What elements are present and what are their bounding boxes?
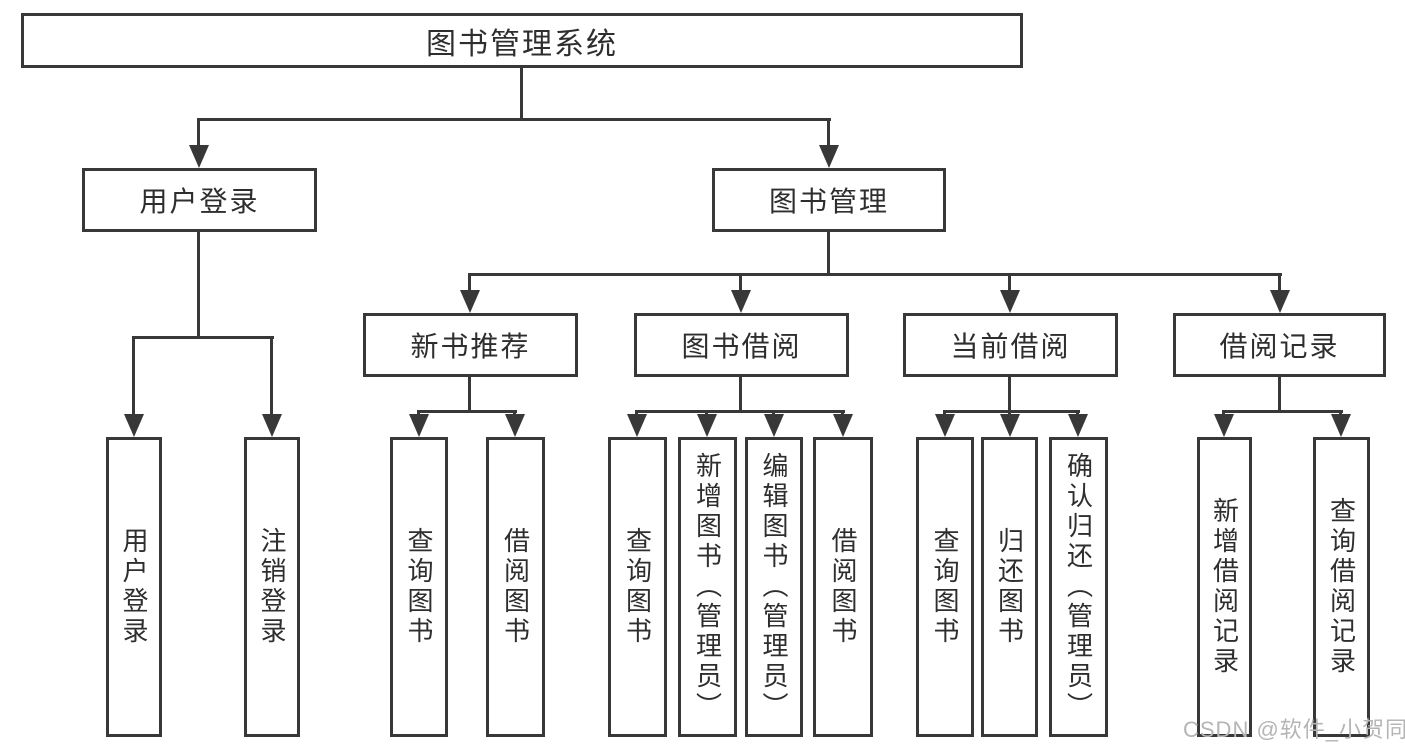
leaf-newbook-borrow-books-label: 借阅图书 bbox=[500, 527, 531, 647]
arrow-down-icon bbox=[819, 145, 839, 168]
connector-line bbox=[197, 232, 200, 338]
arrow-down-icon bbox=[1000, 290, 1020, 313]
leaf-logout: 注销登录 bbox=[244, 437, 300, 737]
connector-line bbox=[739, 273, 742, 293]
arrow-down-icon bbox=[1331, 414, 1351, 437]
leaf-user-login-label: 用户登录 bbox=[119, 527, 149, 647]
leaf-user-login: 用户登录 bbox=[106, 437, 162, 737]
connector-line bbox=[827, 118, 830, 150]
leaf-borrow-edit-books-admin: 编辑图书（管理员） bbox=[745, 437, 803, 737]
node-user-login: 用户登录 bbox=[82, 168, 317, 232]
connector-line bbox=[132, 336, 274, 339]
leaf-current-query-books-label: 查询图书 bbox=[930, 527, 960, 647]
connector-line bbox=[417, 410, 517, 413]
connector-line bbox=[1222, 410, 1343, 413]
connector-line bbox=[520, 68, 523, 121]
arrow-down-icon bbox=[731, 290, 751, 313]
arrow-down-icon bbox=[189, 145, 209, 168]
node-book-management: 图书管理 bbox=[712, 168, 946, 232]
leaf-borrow-borrow-books-label: 借阅图书 bbox=[828, 527, 858, 647]
connector-line bbox=[132, 336, 135, 418]
arrow-down-icon bbox=[505, 414, 525, 437]
leaf-current-return-books-label: 归还图书 bbox=[994, 527, 1025, 647]
connector-line bbox=[1278, 377, 1281, 413]
arrow-down-icon bbox=[262, 414, 282, 437]
node-new-book-recommend: 新书推荐 bbox=[363, 313, 578, 377]
connector-line bbox=[739, 377, 742, 413]
leaf-newbook-query-books-label: 查询图书 bbox=[404, 527, 434, 647]
leaf-current-confirm-return-admin: 确认归还（管理员） bbox=[1049, 437, 1108, 737]
leaf-records-add-record: 新增借阅记录 bbox=[1197, 437, 1252, 737]
arrow-down-icon bbox=[1214, 414, 1234, 437]
leaf-newbook-query-books: 查询图书 bbox=[390, 437, 448, 737]
leaf-borrow-edit-books-admin-label: 编辑图书（管理员） bbox=[759, 452, 789, 722]
leaf-newbook-borrow-books: 借阅图书 bbox=[486, 437, 545, 737]
connector-line bbox=[468, 273, 1282, 276]
node-book-borrow: 图书借阅 bbox=[634, 313, 849, 377]
arrow-down-icon bbox=[764, 414, 784, 437]
arrow-down-icon bbox=[460, 290, 480, 313]
leaf-borrow-add-books-admin-label: 新增图书（管理员） bbox=[692, 452, 723, 722]
connector-line bbox=[635, 410, 845, 413]
connector-line bbox=[468, 273, 471, 293]
leaf-records-query-record-label: 查询借阅记录 bbox=[1326, 497, 1357, 677]
leaf-borrow-add-books-admin: 新增图书（管理员） bbox=[678, 437, 737, 737]
arrow-down-icon bbox=[1270, 290, 1290, 313]
arrow-down-icon bbox=[935, 414, 955, 437]
leaf-current-return-books: 归还图书 bbox=[981, 437, 1038, 737]
csdn-watermark: CSDN @软件_小贺同学 bbox=[1183, 717, 1405, 742]
connector-line bbox=[1278, 273, 1281, 293]
arrow-down-icon bbox=[833, 414, 853, 437]
connector-line bbox=[270, 336, 273, 418]
connector-line bbox=[197, 118, 200, 150]
leaf-records-add-record-label: 新增借阅记录 bbox=[1209, 497, 1240, 677]
arrow-down-icon bbox=[1000, 414, 1020, 437]
leaf-borrow-borrow-books: 借阅图书 bbox=[813, 437, 873, 737]
leaf-current-confirm-return-admin-label: 确认归还（管理员） bbox=[1063, 452, 1094, 722]
node-library-system: 图书管理系统 bbox=[21, 13, 1023, 68]
arrow-down-icon bbox=[1068, 414, 1088, 437]
connector-line bbox=[1008, 273, 1011, 293]
connector-line bbox=[1008, 377, 1011, 413]
leaf-borrow-query-books: 查询图书 bbox=[608, 437, 667, 737]
arrow-down-icon bbox=[124, 414, 144, 437]
leaf-borrow-query-books-label: 查询图书 bbox=[622, 527, 653, 647]
node-current-borrow: 当前借阅 bbox=[903, 313, 1118, 377]
leaf-current-query-books: 查询图书 bbox=[916, 437, 974, 737]
arrow-down-icon bbox=[409, 414, 429, 437]
leaf-logout-label: 注销登录 bbox=[257, 527, 287, 647]
arrow-down-icon bbox=[697, 414, 717, 437]
connector-line bbox=[827, 232, 830, 276]
connector-line bbox=[943, 410, 1080, 413]
connector-line bbox=[468, 377, 471, 413]
leaf-records-query-record: 查询借阅记录 bbox=[1313, 437, 1370, 737]
node-borrow-records: 借阅记录 bbox=[1173, 313, 1386, 377]
connector-line bbox=[197, 118, 831, 121]
arrow-down-icon bbox=[627, 414, 647, 437]
